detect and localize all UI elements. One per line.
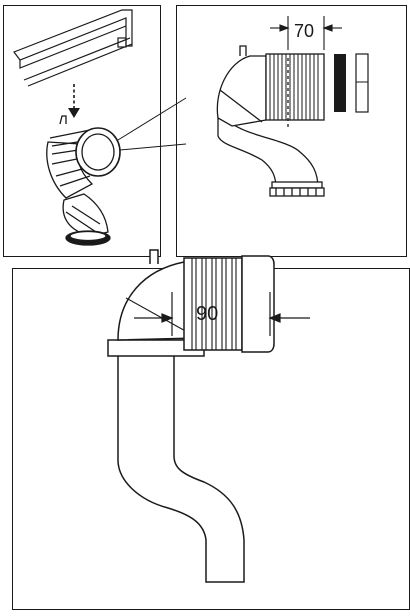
insert-arrow-icon <box>68 84 80 118</box>
dimension-70-arrows <box>270 16 342 50</box>
dimension-90-label: 90 <box>196 303 218 325</box>
pan-connector-small <box>46 115 121 246</box>
dimension-70-label: 70 <box>294 21 314 41</box>
wall-bracket-illustration <box>13 9 133 87</box>
callout-lines <box>117 97 187 151</box>
pan-connector-side-70 <box>216 45 325 197</box>
pan-connector-side-90 <box>107 249 275 583</box>
seal-rings <box>334 53 369 113</box>
detail-panel-70 <box>176 5 407 257</box>
dimension-90-arrows <box>134 292 310 336</box>
